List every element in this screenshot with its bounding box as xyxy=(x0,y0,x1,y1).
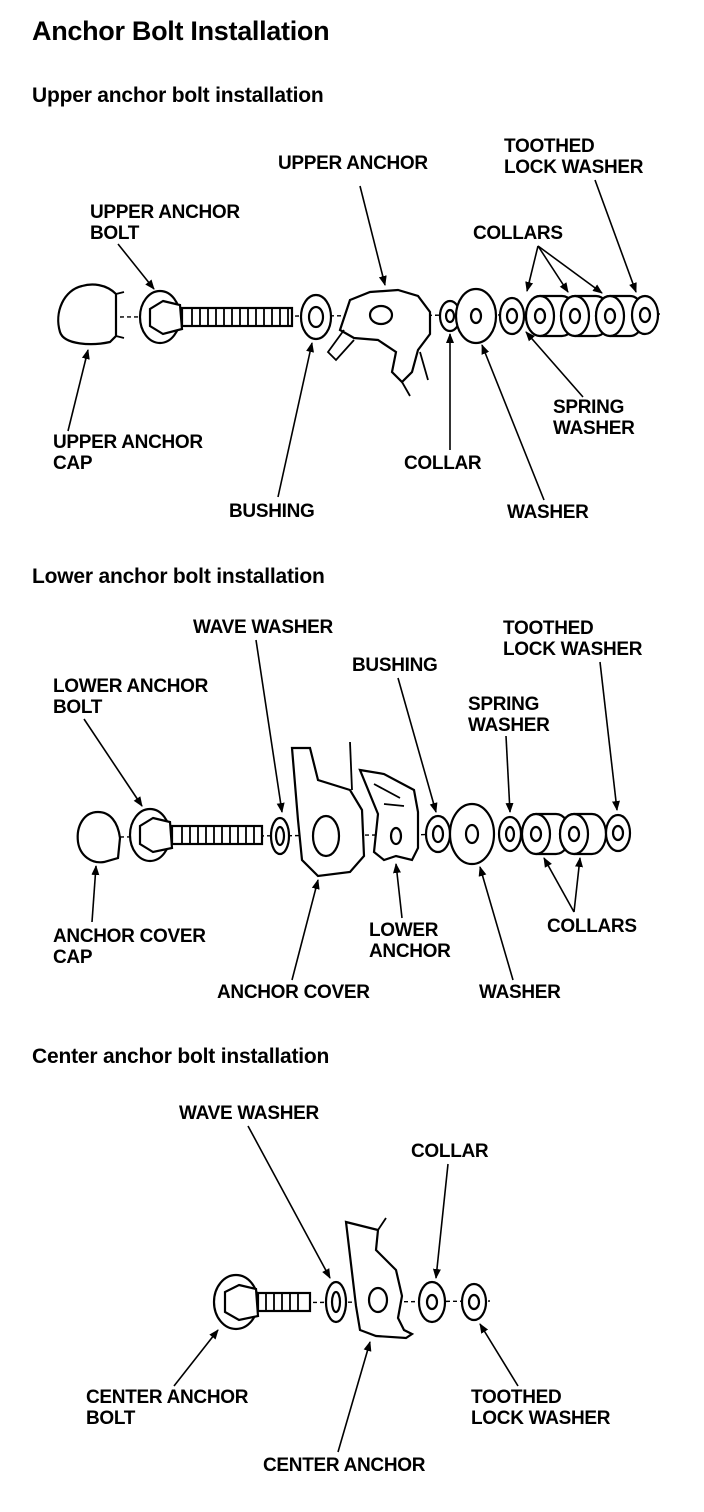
lower-assembly xyxy=(76,639,632,981)
upper-anchor-bolt xyxy=(138,289,294,345)
upper-bushing xyxy=(299,293,333,341)
label-upper-toothed-lock-washer: TOOTHED LOCK WASHER xyxy=(504,136,644,178)
center-toothed-lock-washer xyxy=(460,1282,488,1322)
upper-collars xyxy=(524,294,646,338)
upper-section-heading: Upper anchor bolt installation xyxy=(32,84,324,107)
label-upper-anchor-bolt: UPPER ANCHOR BOLT xyxy=(90,202,240,244)
label-upper-anchor-cap: UPPER ANCHOR CAP xyxy=(53,432,203,474)
label-center-toothed-lock-washer: TOOTHED LOCK WASHER xyxy=(471,1387,611,1429)
lower-section-heading: Lower anchor bolt installation xyxy=(32,565,325,588)
label-lower-washer: WASHER xyxy=(479,982,561,1003)
label-lower-anchor-bolt: LOWER ANCHOR BOLT xyxy=(53,676,209,718)
center-anchor-bolt xyxy=(212,1273,312,1331)
upper-anchor xyxy=(326,288,432,397)
label-lower-bushing: BUSHING xyxy=(352,655,438,676)
label-center-anchor-bolt: CENTER ANCHOR BOLT xyxy=(86,1387,249,1429)
page-title: Anchor Bolt Installation xyxy=(32,16,330,46)
label-lower-spring-washer: SPRING WASHER xyxy=(468,694,550,736)
lower-bushing xyxy=(424,814,452,854)
center-anchor xyxy=(344,1217,415,1340)
label-upper-collars: COLLARS xyxy=(473,223,563,244)
center-collar xyxy=(417,1280,447,1324)
label-lower-collars: COLLARS xyxy=(547,916,637,937)
label-center-collar: COLLAR xyxy=(411,1141,489,1162)
label-upper-washer: WASHER xyxy=(507,502,589,523)
upper-toothed-lock-washer xyxy=(630,294,660,336)
label-upper-anchor: UPPER ANCHOR xyxy=(278,153,428,174)
upper-assembly xyxy=(57,179,661,501)
label-anchor-cover: ANCHOR COVER xyxy=(217,982,370,1003)
label-upper-spring-washer: SPRING WASHER xyxy=(553,397,635,439)
label-lower-toothed-lock-washer: TOOTHED LOCK WASHER xyxy=(503,618,643,660)
label-anchor-cover-cap: ANCHOR COVER CAP xyxy=(53,926,206,968)
anchor-cover-cap xyxy=(76,810,122,864)
label-center-anchor: CENTER ANCHOR xyxy=(263,1455,426,1476)
upper-collar xyxy=(438,299,462,333)
upper-washer xyxy=(454,287,498,345)
label-upper-bushing: BUSHING xyxy=(229,501,315,522)
lower-washer xyxy=(448,802,496,866)
anchor-cover xyxy=(290,741,366,878)
label-upper-collar: COLLAR xyxy=(404,453,482,474)
center-section-heading: Center anchor bolt installation xyxy=(32,1045,330,1068)
upper-anchor-cap xyxy=(57,283,125,346)
upper-spring-washer xyxy=(498,296,526,336)
lower-collars xyxy=(520,812,608,856)
center-wave-washer xyxy=(324,1280,348,1324)
lower-anchor-bolt xyxy=(128,807,264,863)
lower-toothed-lock-washer xyxy=(604,813,632,853)
label-center-wave-washer: WAVE WASHER xyxy=(179,1103,319,1124)
lower-spring-washer xyxy=(497,815,523,853)
lower-anchor xyxy=(358,768,420,862)
lower-wave-washer xyxy=(269,816,291,856)
center-assembly xyxy=(173,1125,519,1453)
label-lower-anchor: LOWER ANCHOR xyxy=(369,920,451,962)
label-lower-wave-washer: WAVE WASHER xyxy=(193,617,333,638)
